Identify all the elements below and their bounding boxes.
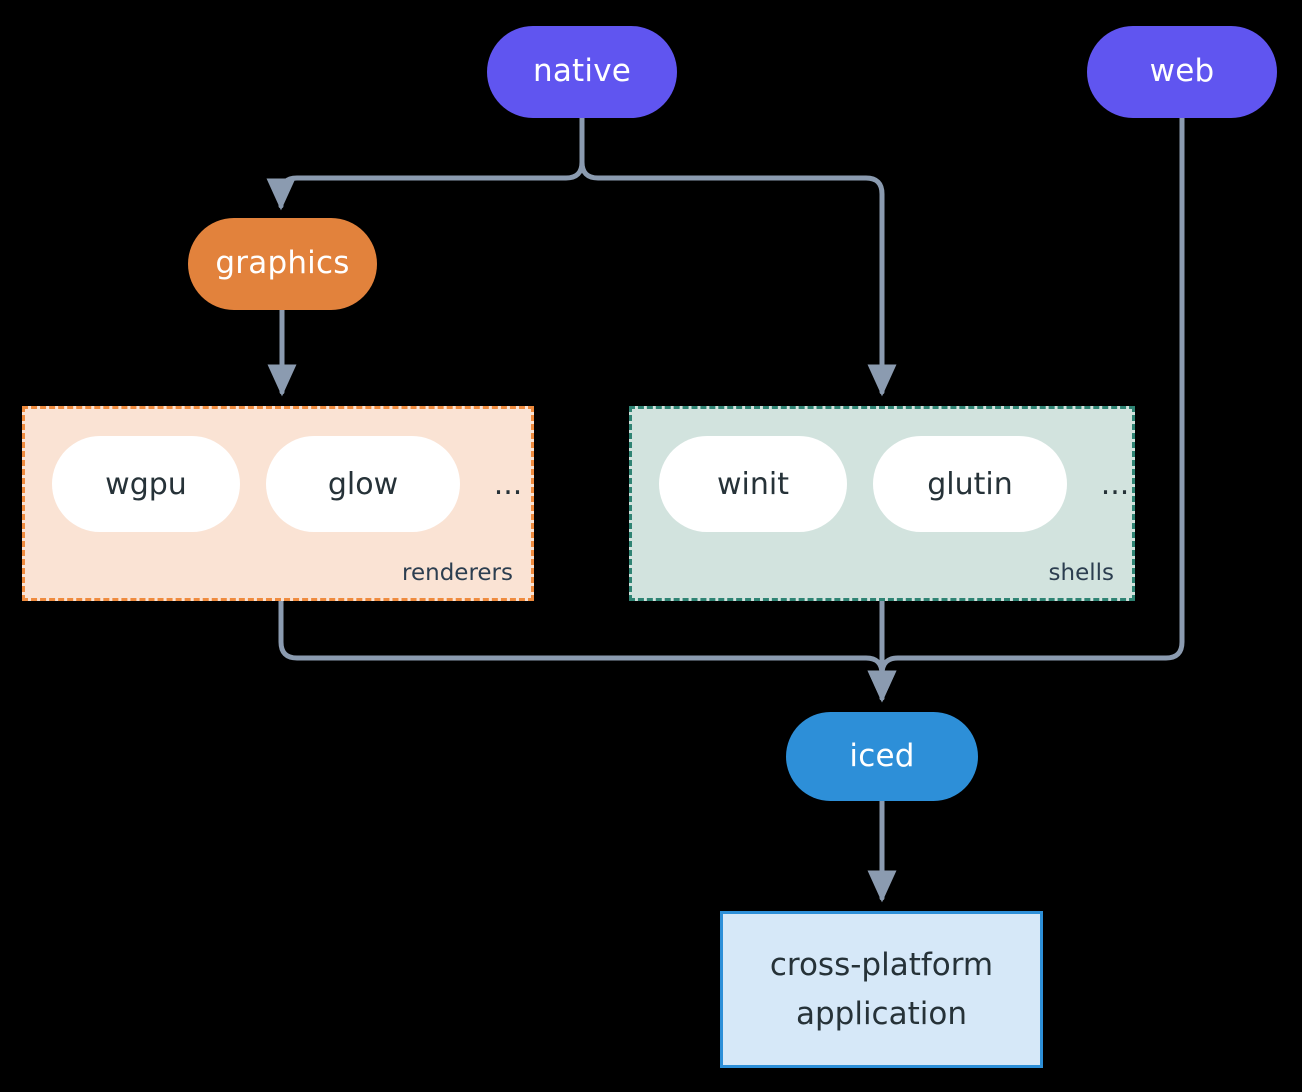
node-glutin[interactable]: glutin: [873, 436, 1067, 532]
cluster-label-shells: shells: [1048, 560, 1114, 586]
node-cross-platform-application[interactable]: cross-platform application: [720, 911, 1043, 1068]
renderers-more-ellipsis: ...: [493, 466, 523, 502]
cluster-renderers: wgpu glow ... renderers: [22, 406, 534, 601]
node-wgpu[interactable]: wgpu: [52, 436, 240, 532]
node-winit[interactable]: winit: [659, 436, 847, 532]
node-graphics[interactable]: graphics: [188, 218, 377, 310]
shells-more-ellipsis: ...: [1100, 466, 1130, 502]
edge-native-bus: [266, 115, 585, 211]
node-web[interactable]: web: [1087, 26, 1277, 118]
node-iced[interactable]: iced: [786, 712, 978, 801]
cluster-label-renderers: renderers: [402, 560, 513, 586]
cluster-shells: winit glutin ... shells: [629, 406, 1135, 601]
node-glow[interactable]: glow: [266, 436, 460, 532]
application-label-line2: application: [795, 995, 967, 1032]
node-native[interactable]: native: [487, 26, 677, 118]
edge-renderers-iced: [278, 598, 897, 703]
edge-native-shells: [579, 115, 897, 397]
application-label-line1: cross-platform: [769, 947, 994, 984]
